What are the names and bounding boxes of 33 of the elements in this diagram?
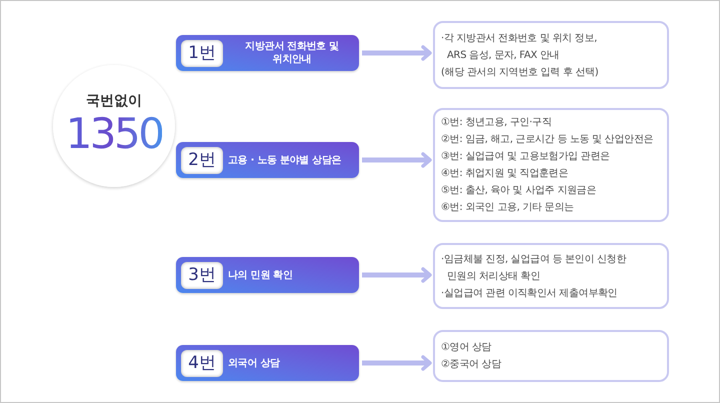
category-label: 나의 민원 확인 — [228, 268, 293, 282]
number-badge: 2번 — [181, 146, 223, 174]
info-box — [433, 330, 669, 382]
info-text: ①번: 청년고용, 구인·구직 — [441, 116, 552, 130]
info-box — [433, 243, 669, 309]
info-text: ④번: 취업지원 및 직업훈련은 — [441, 167, 568, 181]
arrow — [362, 267, 432, 283]
info-text: ②중국어 상담 — [441, 358, 502, 372]
info-text: ·각 지방관서 전화번호 및 위치 정보, ARS 음성, 문자, FAX 안내 — [441, 32, 598, 62]
info-text: (해당 관서의 지역번호 입력 후 선택) — [441, 66, 598, 80]
info-text: ·실업급여 관련 이직확인서 제출여부확인 — [441, 286, 618, 300]
arrow — [362, 45, 432, 61]
number-badge: 3번 — [181, 262, 223, 288]
info-text: ⑥번: 외국인 고용, 기타 문의는 — [441, 201, 574, 215]
number-badge: 4번 — [181, 350, 223, 376]
info-text: ③번: 실업급여 및 고용보험가입 관련은 — [441, 150, 610, 164]
info-text: ②번: 임금, 해고, 근로시간 등 노동 및 산업안전은 — [441, 133, 654, 147]
arrow — [362, 152, 432, 168]
info-box — [433, 21, 669, 89]
category-label: 외국어 상담 — [228, 356, 280, 370]
category-bar — [176, 35, 359, 71]
arrow — [362, 355, 432, 371]
category-label: 지방관서 전화번호 및 위치안내 — [244, 40, 340, 66]
number-badge: 1번 — [181, 40, 223, 66]
info-text: ①영어 상담 — [441, 341, 492, 355]
category-bar — [176, 345, 359, 381]
info-text: ⑤번: 출산, 육아 및 사업주 지원금은 — [441, 184, 596, 198]
category-bar — [176, 257, 359, 293]
info-box — [433, 108, 669, 222]
category-label: 고용 · 노동 분야별 상담은 — [228, 154, 342, 166]
info-text: ·임금체불 진정, 실업급여 등 본인이 신청한 민원의 처리상태 확인 — [441, 252, 628, 284]
category-bar — [176, 142, 359, 178]
circle-caption: 국번없이 — [86, 94, 142, 108]
